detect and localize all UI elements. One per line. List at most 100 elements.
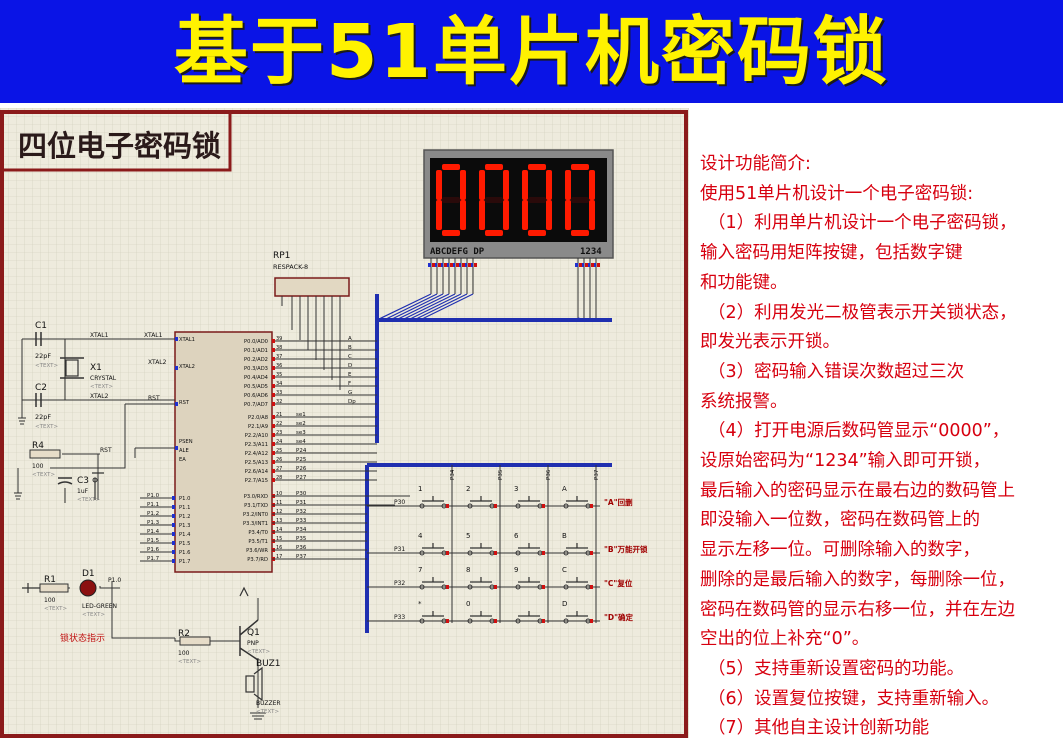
schematic-canvas: 四位电子密码锁 ABCDEFG DP 1234 [0, 108, 689, 738]
net-label: se3 [296, 430, 306, 436]
keypad-key[interactable]: 4 [418, 532, 449, 556]
net-label: P25 [296, 457, 307, 463]
mcu-pin-label: P3.6/WR [246, 548, 268, 554]
svg-text:<TEXT>: <TEXT> [35, 424, 58, 430]
mcu-pin-label: P1.2 [179, 514, 190, 520]
description-line: 删除的是最后输入的数字，每删除一位， [700, 569, 1015, 590]
segment-label: ABCDEFG DP [430, 247, 485, 257]
mcu-pin-label: XTAL1 [179, 337, 195, 343]
mcu-pin-number: 15 [276, 536, 282, 542]
mcu-pin-label: P2.5/A13 [245, 460, 268, 466]
keypad-key[interactable]: * [418, 600, 449, 624]
svg-text:<TEXT>: <TEXT> [82, 612, 105, 618]
segment-a [485, 164, 503, 170]
segment-d [485, 230, 503, 236]
mcu-pin-label: ALE [179, 448, 189, 454]
mcu-pin-number: 32 [276, 399, 282, 405]
net-label: P1.3 [147, 520, 160, 526]
mcu-pin-label: P1.3 [179, 523, 190, 529]
keypad-key-label: C [562, 566, 567, 574]
mcu-pin-number: 39 [276, 336, 282, 342]
segment-b [589, 170, 595, 200]
net-label: P33 [296, 518, 307, 524]
segment-b [503, 170, 509, 200]
keypad-key[interactable]: 9 [514, 566, 545, 590]
mcu-pin-number: 22 [276, 421, 282, 427]
led-caption: 锁状态指示 [60, 632, 105, 644]
pin-marker [272, 348, 275, 352]
mcu-pin-label: P0.5/AD5 [244, 384, 268, 390]
pin-marker [172, 532, 175, 536]
mcu-pin-number: 36 [276, 363, 282, 369]
keypad-key[interactable]: C [562, 566, 593, 590]
keypad-function-note: "A"回删 [604, 497, 633, 507]
net-label: P1.1 [147, 502, 159, 508]
svg-text:C1: C1 [35, 321, 47, 331]
keypad-key-label: 5 [466, 532, 470, 540]
keypad-key[interactable]: 3 [514, 485, 545, 509]
segment-f [436, 170, 442, 200]
segment-f [522, 170, 528, 200]
description-panel: 设计功能简介:使用51单片机设计一个电子密码锁:（1）利用单片机设计一个电子密码… [695, 150, 1063, 738]
mcu-pin-label: P2.1/A9 [248, 424, 268, 430]
keypad-key[interactable]: 5 [466, 532, 497, 556]
net-label: se2 [296, 421, 306, 427]
mcu-pin-number: 27 [276, 466, 282, 472]
keypad-key[interactable]: 2 [466, 485, 497, 509]
keypad-key-label: * [418, 600, 422, 608]
mcu-pin-number: 13 [276, 518, 282, 524]
description-line: （2）利用发光二极管表示开关锁状态， [708, 302, 1017, 323]
mcu-pin-number: 23 [276, 430, 282, 436]
net-label: P1.5 [147, 538, 160, 544]
keypad-key[interactable]: 7 [418, 566, 449, 590]
svg-text:<TEXT>: <TEXT> [77, 497, 100, 503]
mcu-pin-number: 34 [276, 381, 282, 387]
mcu-pin-label: P0.3/AD3 [244, 366, 268, 372]
svg-text:D1: D1 [82, 569, 95, 579]
resistor-pack-rp1: RP1 RESPACK-8 [273, 251, 350, 390]
pin-marker [272, 433, 275, 437]
svg-text:22pF: 22pF [35, 413, 51, 421]
net-label: E [348, 372, 352, 378]
svg-text:<TEXT>: <TEXT> [256, 709, 279, 715]
keypad-key-label: A [562, 485, 567, 493]
keypad-key[interactable]: 1 [418, 485, 449, 509]
led-d1: D1 LED-GREEN <TEXT> [79, 569, 117, 618]
description-line: （4）打开电源后数码管显示“0000”， [708, 421, 1010, 442]
net-label: P1.4 [147, 529, 160, 535]
pin-marker [272, 442, 275, 446]
display-digit [479, 164, 509, 236]
resistor-r4: R4 100 <TEXT> [29, 441, 61, 478]
mcu-pin-number: 35 [276, 372, 282, 378]
keypad-key[interactable] [515, 611, 545, 624]
pin-marker [272, 339, 275, 343]
description-line: （1）利用单片机设计一个电子密码锁， [708, 213, 1017, 234]
keypad-row-net: P33 [394, 614, 405, 621]
seven-segment-display: ABCDEFG DP 1234 [423, 149, 614, 318]
pin-marker [172, 505, 175, 509]
net-label: P1.6 [147, 547, 160, 553]
description-line: （5）支持重新设置密码的功能。 [708, 658, 965, 679]
svg-text:RP1: RP1 [273, 251, 290, 261]
keypad-key[interactable]: 8 [466, 566, 497, 590]
mcu-pin-label: P1.6 [179, 550, 190, 556]
mcu-pin-number: 26 [276, 457, 282, 463]
mcu-pin-label: P1.1 [179, 505, 190, 511]
pin-marker [172, 541, 175, 545]
keypad-key[interactable]: D [562, 600, 593, 624]
mcu-pin-label: P1.5 [179, 541, 190, 547]
keypad-key[interactable]: 0 [466, 600, 497, 624]
keypad-row-net: P31 [394, 546, 405, 553]
svg-text:CRYSTAL: CRYSTAL [90, 375, 117, 382]
net-label: B [348, 345, 352, 351]
keypad-key[interactable]: A [562, 485, 593, 509]
segment-c [546, 200, 552, 230]
net-label: P35 [296, 536, 307, 542]
pin-marker [272, 424, 275, 428]
mcu-pin-label: P0.7/AD7 [244, 402, 268, 408]
keypad-key[interactable]: 6 [514, 532, 545, 556]
segment-a [571, 164, 589, 170]
keypad-key[interactable]: B [562, 532, 593, 556]
